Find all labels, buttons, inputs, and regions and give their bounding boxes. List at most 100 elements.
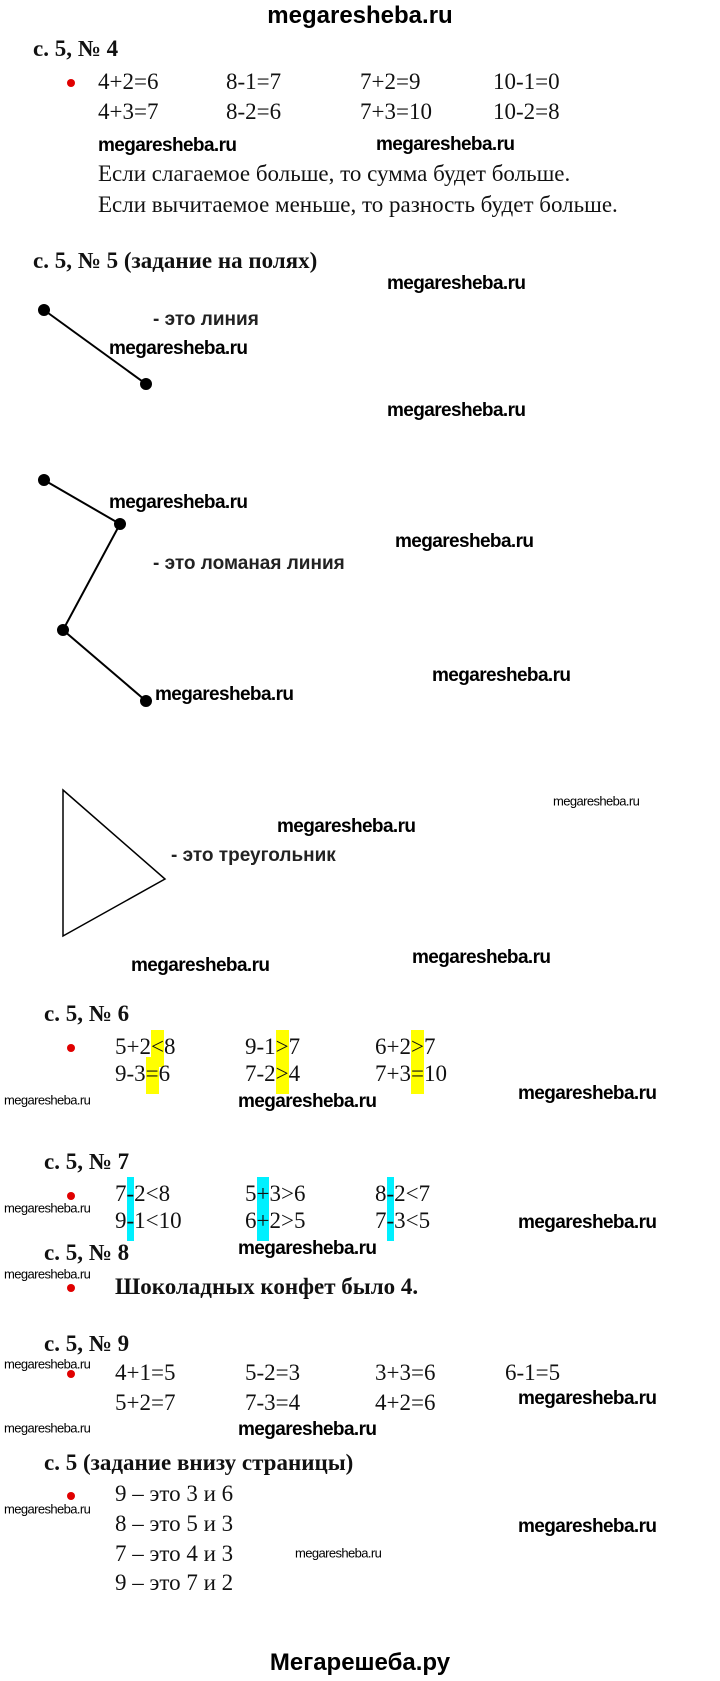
watermark-small: megaresheba.ru — [4, 1420, 91, 1436]
expr: 2<8 — [134, 1181, 171, 1206]
watermark: megaresheba.ru — [387, 400, 526, 421]
watermark: megaresheba.ru — [238, 1238, 377, 1259]
equation: 10-2=8 — [493, 99, 560, 124]
equation: 7+2=9 — [360, 69, 421, 94]
equation: 6-1=5 — [505, 1360, 561, 1385]
expr: 7 — [423, 1034, 436, 1059]
expression: 5+3>6 — [245, 1177, 306, 1214]
bullet-icon — [67, 1192, 75, 1200]
watermark-small: megaresheba.ru — [4, 1501, 91, 1517]
expr: 2<7 — [394, 1181, 431, 1206]
expr: 7 — [375, 1208, 387, 1233]
bullet-icon — [67, 1492, 75, 1500]
equation: 5-2=3 — [245, 1360, 301, 1385]
bullet-icon — [67, 79, 75, 87]
expr: 7 — [115, 1181, 127, 1206]
broken-line-label: - это ломаная линия — [153, 553, 345, 574]
comparison: 5+2<8 — [115, 1030, 176, 1067]
decomposition-line: 9 – это 3 и 6 — [115, 1481, 234, 1506]
sign-highlight: - — [126, 1204, 135, 1241]
equation: 4+3=7 — [98, 99, 159, 124]
expr: 7 — [288, 1034, 301, 1059]
watermark: megaresheba.ru — [518, 1388, 657, 1409]
equation: 5+2=7 — [115, 1390, 176, 1415]
sentence: Если вычитаемое меньше, то разность буде… — [98, 192, 618, 217]
watermark-small: megaresheba.ru — [553, 793, 640, 809]
equation: 10-1=0 — [493, 69, 560, 94]
expr: 7-2 — [245, 1061, 276, 1086]
watermark-small: megaresheba.ru — [4, 1092, 91, 1108]
bullet-icon — [67, 1044, 75, 1052]
comparison: 7+3=10 — [375, 1057, 447, 1094]
equation: 4+1=5 — [115, 1360, 176, 1385]
expression: 7-2<8 — [115, 1177, 171, 1214]
bullet-icon — [67, 1370, 75, 1378]
watermark: megaresheba.ru — [98, 135, 237, 156]
line-figure — [38, 304, 152, 390]
decomposition-line: 9 – это 7 и 2 — [115, 1570, 234, 1595]
expr: 8 — [375, 1181, 387, 1206]
watermark: megaresheba.ru — [238, 1419, 377, 1440]
expr: 4 — [288, 1061, 301, 1086]
expr: 6+2 — [375, 1034, 411, 1059]
line-label: - это линия — [153, 309, 259, 330]
expr: 9-3 — [115, 1061, 146, 1086]
triangle-label: - это треугольник — [171, 845, 336, 866]
decomposition-line: 7 – это 4 и 3 — [115, 1541, 234, 1566]
triangle-figure — [62, 788, 167, 938]
sentence: Если слагаемое больше, то сумма будет бо… — [98, 161, 571, 186]
watermark: megaresheba.ru — [238, 1091, 377, 1112]
expr: 7+3 — [375, 1061, 411, 1086]
sign-highlight: = — [145, 1057, 159, 1094]
watermark-small: megaresheba.ru — [4, 1200, 91, 1216]
bullet-icon — [67, 1284, 75, 1292]
sign-highlight: = — [410, 1057, 424, 1094]
watermark: megaresheba.ru — [387, 273, 526, 294]
equation: 7+3=10 — [360, 99, 432, 124]
expr: 3>6 — [269, 1181, 306, 1206]
watermark: megaresheba.ru — [518, 1083, 657, 1104]
section-title-8: с. 5, № 8 — [44, 1240, 130, 1265]
watermark: megaresheba.ru — [432, 665, 571, 686]
section-title-bottom: с. 5 (задание внизу страницы) — [44, 1450, 354, 1475]
section-title-7: с. 5, № 7 — [44, 1149, 130, 1174]
decomposition-line: 8 – это 5 и 3 — [115, 1511, 234, 1536]
comparison: 7-2>4 — [245, 1057, 301, 1094]
sign-highlight: - — [386, 1177, 395, 1214]
comparison: 9-3=6 — [115, 1057, 171, 1094]
expr: 6 — [158, 1061, 171, 1086]
watermark: megaresheba.ru — [395, 531, 534, 552]
equation: 3+3=6 — [375, 1360, 436, 1385]
watermark-small: megaresheba.ru — [295, 1545, 382, 1561]
watermark: megaresheba.ru — [109, 338, 248, 359]
watermark: megaresheba.ru — [131, 955, 270, 976]
sign-highlight: - — [386, 1204, 395, 1241]
equation: 7-3=4 — [245, 1390, 301, 1415]
expression: 8-2<7 — [375, 1177, 431, 1214]
watermark: megaresheba.ru — [155, 684, 294, 705]
expr: 8 — [163, 1034, 176, 1059]
expression: 6+2>5 — [245, 1204, 305, 1241]
broken-line-figure — [38, 474, 152, 707]
watermark: megaresheba.ru — [518, 1516, 657, 1537]
watermark: megaresheba.ru — [412, 947, 551, 968]
site-header[interactable]: megaresheba.ru — [267, 2, 453, 29]
section-title-9: с. 5, № 9 — [44, 1331, 130, 1356]
equation: 8-2=6 — [226, 99, 282, 124]
sign-highlight: > — [275, 1057, 289, 1094]
answer-text: Шоколадных конфет было 4. — [115, 1274, 419, 1299]
section-title-6: с. 5, № 6 — [44, 1001, 130, 1026]
site-footer[interactable]: Мегарешеба.ру — [269, 1649, 451, 1676]
comparison: 9-1>7 — [245, 1030, 301, 1067]
watermark: megaresheba.ru — [109, 492, 248, 513]
expression: 7-3<5 — [375, 1204, 430, 1241]
sign-highlight: + — [256, 1204, 270, 1241]
section-title-4: с. 5, № 4 — [33, 36, 119, 61]
expr: 5+2 — [115, 1034, 151, 1059]
watermark: megaresheba.ru — [277, 816, 416, 837]
equation: 8-1=7 — [226, 69, 282, 94]
equation: 4+2=6 — [375, 1390, 436, 1415]
expr: 6 — [245, 1208, 257, 1233]
watermark: megaresheba.ru — [518, 1212, 657, 1233]
